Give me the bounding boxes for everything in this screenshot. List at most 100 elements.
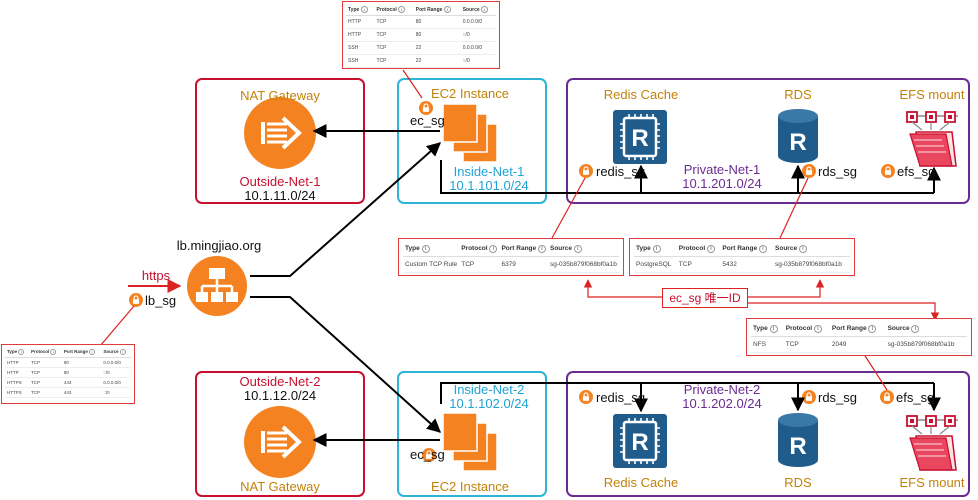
port-range-header: Port Range i	[720, 242, 774, 257]
ec2-sg-rules-panel: Type i Protocol i Port Range i Source i …	[342, 1, 500, 69]
info-icon: i	[652, 245, 661, 253]
info-icon: i	[443, 6, 451, 13]
type-header: Type i	[346, 4, 375, 16]
private-cidr-2-label: 10.1.202.0/24	[682, 396, 762, 411]
https-label: https	[142, 268, 171, 283]
efs-mount-1-title: EFS mount	[899, 87, 964, 102]
inside-net-2-box	[397, 371, 547, 497]
lock-icon	[880, 390, 894, 404]
rds-sg-rules-panel: Type i Protocol i Port Range i Source i …	[629, 238, 855, 276]
redis-cache-icon	[613, 110, 667, 164]
port-range-header: Port Range i	[499, 242, 548, 257]
port-range-header: Port Range i	[413, 4, 461, 16]
efs-sg-label: efs_sg	[897, 164, 935, 179]
nat-gateway-1-title: NAT Gateway	[240, 88, 320, 103]
info-icon: i	[481, 6, 489, 13]
ec-sg-2-label: ec_sg	[410, 447, 445, 462]
efs-mount-2-title: EFS mount	[899, 475, 964, 490]
nat-gateway-2-title: NAT Gateway	[240, 479, 320, 494]
info-icon: i	[360, 6, 368, 13]
lb-to-ec2-2-arrow	[250, 296, 442, 433]
rds-sg-rules-table: Type i Protocol i Port Range i Source i …	[634, 242, 850, 273]
protocol-header: Protocol i	[783, 322, 830, 337]
info-icon: i	[119, 349, 126, 355]
private-cidr-1-label: 10.1.201.0/24	[682, 176, 762, 191]
private-net-1-bus	[440, 160, 934, 194]
lock-icon	[881, 164, 895, 178]
lb-sg-label: lb_sg	[145, 293, 176, 308]
ec-sg-id-arrow-mid	[748, 279, 825, 298]
type-header: Type i	[403, 242, 460, 257]
inside-net-1-label: Inside-Net-1	[454, 164, 525, 179]
lb-hostname: lb.mingjiao.org	[177, 238, 262, 253]
source-header: Source i	[101, 347, 131, 358]
info-icon: i	[398, 6, 406, 13]
ec-sg-unique-id-label: ec_sg 唯一ID	[669, 291, 741, 305]
lock-icon	[802, 390, 816, 404]
info-icon: i	[798, 245, 807, 253]
protocol-header: Protocol i	[374, 4, 414, 16]
rds-2-title: RDS	[784, 475, 812, 490]
info-icon: i	[573, 245, 582, 253]
info-icon: i	[537, 245, 546, 253]
ec2-sg-callout-line	[402, 69, 423, 99]
ec2-instances-icon	[443, 104, 498, 163]
ec-sg-label: ec_sg	[410, 113, 445, 128]
redis-cache-icon	[613, 414, 667, 468]
type-header: Type i	[751, 322, 784, 337]
info-icon: i	[489, 245, 498, 253]
rds-sg-label: rds_sg	[818, 164, 857, 179]
efs-sg-rules-table: Type i Protocol i Port Range i Source i …	[751, 322, 967, 353]
private-net-2-box	[566, 371, 970, 497]
ec2-instances-icon	[443, 413, 498, 472]
inside-net-1-box	[397, 78, 547, 204]
source-header: Source i	[460, 4, 496, 16]
protocol-header: Protocol i	[676, 242, 721, 257]
redis-cache-1-title: Redis Cache	[604, 87, 678, 102]
nat-gateway-icon	[243, 96, 317, 170]
ec-sg-id-arrow-left	[583, 279, 662, 298]
efs-mount-icon	[905, 415, 959, 471]
port-range-header: Port Range i	[61, 347, 102, 358]
source-header: Source i	[885, 322, 967, 337]
info-icon: i	[769, 325, 778, 333]
outside-net-1-label: Outside-Net-1	[240, 174, 321, 189]
rds-database-icon	[778, 413, 818, 467]
info-icon: i	[813, 325, 822, 333]
inside-cidr-2-label: 10.1.102.0/24	[449, 396, 529, 411]
info-icon: i	[911, 325, 920, 333]
private-net-2-bus	[440, 382, 934, 404]
outside-net-2-label: Outside-Net-2	[240, 374, 321, 389]
info-icon: i	[758, 245, 767, 253]
redis-sg-callout-line	[551, 177, 586, 239]
rds-sg-2-label: rds_sg	[818, 390, 857, 405]
info-icon: i	[421, 245, 430, 253]
ec-sg-id-arrow-right	[748, 302, 940, 321]
info-icon: i	[868, 325, 877, 333]
outside-cidr-2-label: 10.1.12.0/24	[244, 388, 316, 403]
info-icon: i	[50, 349, 57, 355]
lb-to-ec2-1-arrow	[250, 142, 442, 277]
lock-icon	[579, 164, 593, 178]
inside-cidr-1-label: 10.1.101.0/24	[449, 178, 529, 193]
type-header: Type i	[5, 347, 29, 358]
lb-sg-rules-panel: Type i Protocol i Port Range i Source i …	[1, 344, 135, 404]
info-icon: i	[706, 245, 715, 253]
protocol-header: Protocol i	[459, 242, 500, 257]
redis-sg-label: redis_sg	[596, 164, 645, 179]
source-header: Source i	[773, 242, 850, 257]
redis-sg-rules-panel: Type i Protocol i Port Range i Source i …	[398, 238, 624, 276]
lock-icon	[579, 390, 593, 404]
info-icon: i	[18, 349, 25, 355]
